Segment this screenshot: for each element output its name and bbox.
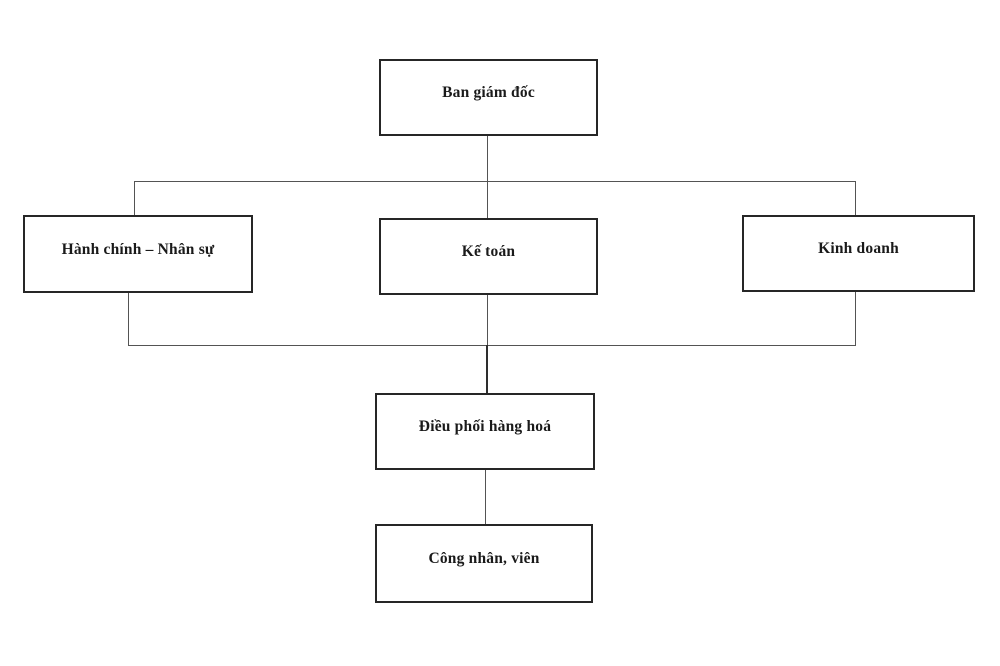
connector-director-stem xyxy=(487,135,488,182)
connector-lower-bus-to-dieu-phoi xyxy=(486,345,488,395)
node-cong-nhan-vien[interactable]: Công nhân, viên xyxy=(375,524,593,603)
connector-drop-to-ke-toan xyxy=(487,181,488,219)
node-label-kinh-doanh: Kinh doanh xyxy=(818,240,899,258)
connector-upper-bus xyxy=(134,181,856,182)
node-ke-toan[interactable]: Kế toán xyxy=(379,218,598,295)
node-ban-giam-doc[interactable]: Ban giám đốc xyxy=(379,59,598,136)
connector-drop-to-hanh-chinh xyxy=(134,181,135,216)
node-label-hanh-chinh-nhan-su: Hành chính – Nhân sự xyxy=(61,240,215,258)
connector-lower-bus xyxy=(128,345,856,346)
connector-spine-ke-toan-to-lower-bus xyxy=(487,294,488,346)
node-hanh-chinh-nhan-su[interactable]: Hành chính – Nhân sự xyxy=(23,215,253,293)
node-kinh-doanh[interactable]: Kinh doanh xyxy=(742,215,975,292)
connector-riser-from-hanh-chinh xyxy=(128,292,129,346)
connector-dieu-phoi-to-cong-nhan xyxy=(485,469,486,526)
node-label-dieu-phoi-hang-hoa: Điều phối hàng hoá xyxy=(418,418,552,436)
node-label-cong-nhan-vien: Công nhân, viên xyxy=(428,550,540,568)
node-dieu-phoi-hang-hoa[interactable]: Điều phối hàng hoá xyxy=(375,393,595,470)
connector-drop-to-kinh-doanh xyxy=(855,181,856,216)
node-label-ban-giam-doc: Ban giám đốc xyxy=(442,84,535,102)
connector-riser-from-kinh-doanh xyxy=(855,291,856,346)
node-label-ke-toan: Kế toán xyxy=(461,243,516,261)
